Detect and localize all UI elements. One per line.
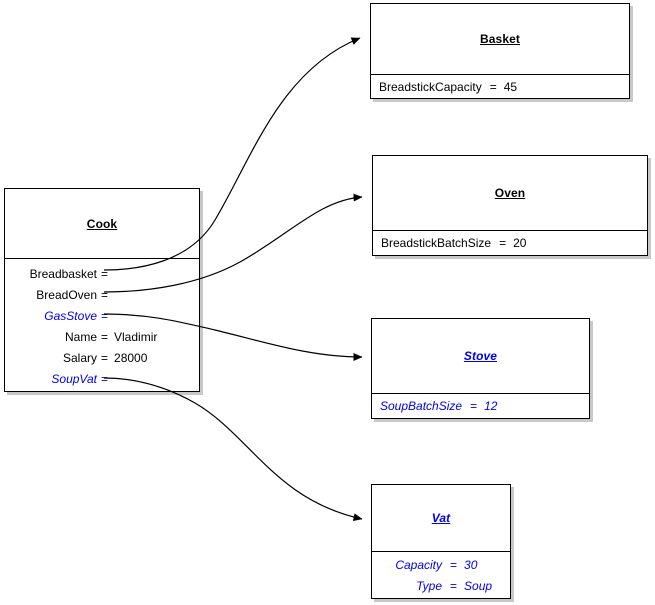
attribute-row: BreadstickCapacity = 45	[379, 77, 619, 98]
link-soupvat-to-vat	[103, 377, 363, 522]
attribute-value: 30	[464, 558, 478, 572]
object-attributes-basket: BreadstickCapacity = 45	[371, 75, 629, 103]
attribute-equals: =	[101, 288, 109, 302]
object-attributes-oven: BreadstickBatchSize = 20	[373, 231, 647, 259]
object-header-basket: Basket	[371, 4, 629, 74]
attribute-name: SoupVat	[51, 372, 97, 386]
object-attributes-cook: Breadbasket = BreadOven = GasStove = Nam…	[5, 259, 199, 395]
object-box-stove[interactable]: Stove SoupBatchSize = 12	[371, 318, 590, 419]
attribute-name: Type	[416, 579, 442, 593]
object-title-stove: Stove	[463, 349, 498, 363]
object-header-oven: Oven	[373, 156, 647, 230]
attribute-name: Name	[64, 330, 97, 344]
object-attributes-stove: SoupBatchSize = 12	[372, 394, 589, 422]
attribute-row: BreadstickBatchSize = 20	[381, 233, 637, 254]
object-divider-oven	[373, 230, 647, 231]
attribute-row: Breadbasket =	[13, 264, 189, 285]
object-divider-stove	[372, 393, 589, 394]
attribute-equals: =	[101, 351, 109, 365]
object-divider-basket	[371, 74, 629, 75]
attribute-value: Soup	[464, 579, 493, 593]
attribute-name: Breadbasket	[29, 267, 97, 281]
attribute-equals: =	[101, 267, 109, 281]
attribute-value: 45	[503, 80, 518, 94]
attribute-name: Salary	[62, 351, 97, 365]
attribute-value: Vladimir	[114, 330, 158, 344]
attribute-row: Capacity = 30	[378, 555, 498, 576]
object-title-cook: Cook	[86, 216, 118, 231]
object-box-basket[interactable]: Basket BreadstickCapacity = 45	[370, 3, 630, 99]
attribute-name: BreadstickBatchSize	[381, 236, 492, 250]
attribute-row: SoupVat =	[13, 369, 189, 390]
attribute-value: 20	[513, 236, 527, 250]
attribute-row: SoupBatchSize = 12	[380, 396, 579, 417]
attribute-equals: =	[101, 330, 109, 344]
object-box-oven[interactable]: Oven BreadstickBatchSize = 20	[372, 155, 648, 256]
attribute-row: Salary = 28000	[13, 348, 189, 369]
attribute-value: 12	[484, 399, 498, 413]
object-divider-vat	[372, 551, 510, 552]
object-title-vat: Vat	[431, 511, 451, 525]
attribute-row: GasStove =	[13, 306, 189, 327]
attribute-row: BreadOven =	[13, 285, 189, 306]
object-box-cook[interactable]: Cook Breadbasket = BreadOven = GasStove …	[4, 188, 200, 392]
object-divider-cook	[5, 258, 199, 259]
attribute-equals: =	[450, 579, 458, 593]
attribute-equals: =	[450, 558, 458, 572]
object-header-vat: Vat	[372, 485, 510, 551]
attribute-equals: =	[101, 372, 109, 386]
object-title-oven: Oven	[494, 186, 526, 200]
object-header-cook: Cook	[5, 189, 199, 258]
attribute-row: Type = Soup	[378, 576, 498, 597]
object-box-vat[interactable]: Vat Capacity = 30 Type = Soup	[371, 484, 511, 599]
attribute-row: Name = Vladimir	[13, 327, 189, 348]
attribute-name: BreadstickCapacity	[379, 80, 482, 94]
attribute-name: SoupBatchSize	[380, 399, 463, 413]
attribute-equals: =	[101, 309, 109, 323]
attribute-value: 28000	[114, 351, 148, 365]
attribute-equals: =	[470, 399, 478, 413]
object-title-basket: Basket	[480, 32, 520, 46]
attribute-name: GasStove	[44, 309, 97, 323]
attribute-name: Capacity	[395, 558, 442, 572]
object-header-stove: Stove	[372, 319, 589, 393]
object-attributes-vat: Capacity = 30 Type = Soup	[372, 552, 510, 600]
attribute-name: BreadOven	[36, 288, 97, 302]
attribute-equals: =	[499, 236, 507, 250]
attribute-equals: =	[489, 80, 497, 94]
